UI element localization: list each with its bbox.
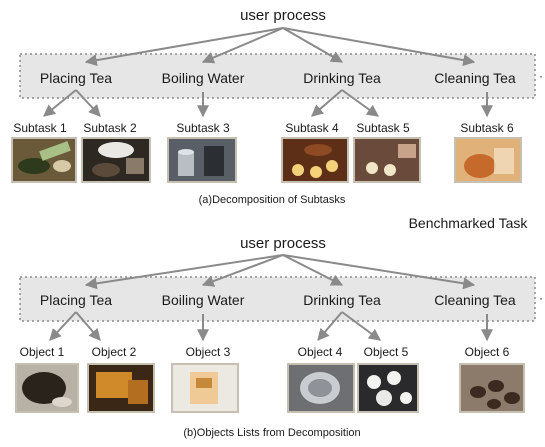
arrow-root-drinking-b — [282, 254, 344, 286]
subtask-3-photo — [167, 137, 237, 183]
object-3-label: Object 3 — [186, 345, 231, 359]
phase-cleaning-tea-b: Cleaning Tea — [434, 292, 516, 308]
subtask-1-label: Subtask 1 — [13, 121, 67, 135]
phase-band-b — [19, 276, 536, 322]
phase-arrows-a — [43, 89, 493, 118]
phase-band-a — [19, 53, 536, 99]
root-arrows-b — [84, 254, 476, 290]
arrow-root-boiling-b — [201, 254, 284, 287]
root-arrows-a — [84, 27, 476, 67]
section-a: user process · Placing Tea Boiling Water… — [11, 7, 543, 206]
object-2-label: Object 2 — [92, 345, 137, 359]
subtask-2-label: Subtask 2 — [83, 121, 137, 135]
phase-arrows-b — [49, 311, 493, 342]
object-1-label: Object 1 — [20, 345, 65, 359]
arrow-drinking-subtask4 — [311, 89, 343, 117]
phase-drinking-tea-b: Drinking Tea — [303, 292, 381, 308]
band-continuation-b: · — [539, 291, 543, 305]
arrow-root-cleaning-b — [282, 254, 476, 290]
phase-boiling-water-a: Boiling Water — [162, 70, 245, 86]
arrow-root-placing-b — [84, 254, 284, 290]
section-b: user process · Placing Tea Boiling Water… — [15, 235, 543, 439]
object-3-photo — [171, 363, 239, 413]
object-5-photo — [357, 363, 419, 413]
subtask-4-label: Subtask 4 — [285, 121, 339, 135]
object-6-photo — [459, 363, 525, 413]
subtask-2-photo — [81, 137, 151, 183]
phase-boiling-water-b: Boiling Water — [162, 292, 245, 308]
root-node-a: user process — [240, 7, 326, 24]
object-4-photo — [287, 363, 355, 413]
arrow-root-cleaning-a — [282, 27, 476, 67]
object-1-photo — [15, 363, 79, 413]
benchmarked-task-label: Benchmarked Task — [409, 215, 529, 231]
subtask-3-label: Subtask 3 — [176, 121, 230, 135]
object-4-label: Object 4 — [298, 345, 343, 359]
arrow-drinking-object5 — [341, 311, 381, 341]
subtask-1-photo — [11, 137, 77, 183]
phase-placing-tea-a: Placing Tea — [40, 70, 112, 86]
subtask-4-photo — [281, 137, 349, 183]
arrow-root-drinking-a — [282, 27, 344, 63]
arrow-root-boiling-a — [201, 27, 284, 64]
caption-b: (b)Objects Lists from Decomposition — [183, 427, 360, 439]
phase-placing-tea-b: Placing Tea — [40, 292, 112, 308]
subtask-5-photo — [353, 137, 421, 183]
object-2-photo — [87, 363, 155, 413]
subtask-6-photo — [454, 137, 522, 183]
arrow-drinking-object4 — [317, 311, 343, 341]
arrow-placing-subtask1 — [43, 89, 77, 117]
phase-cleaning-tea-a: Cleaning Tea — [434, 70, 516, 86]
band-continuation-a: · — [539, 69, 543, 83]
arrow-placing-object2 — [75, 311, 101, 341]
subtask-6-label: Subtask 6 — [460, 121, 514, 135]
arrow-placing-subtask2 — [75, 89, 101, 117]
object-5-label: Object 5 — [364, 345, 409, 359]
object-6-label: Object 6 — [465, 345, 510, 359]
subtask-5-label: Subtask 5 — [356, 121, 410, 135]
arrow-placing-object1 — [49, 311, 77, 341]
caption-a: (a)Decomposition of Subtasks — [199, 194, 346, 206]
root-node-b: user process — [240, 235, 326, 252]
arrow-root-placing-a — [84, 27, 284, 67]
arrow-drinking-subtask5 — [341, 89, 379, 117]
phase-drinking-tea-a: Drinking Tea — [303, 70, 381, 86]
